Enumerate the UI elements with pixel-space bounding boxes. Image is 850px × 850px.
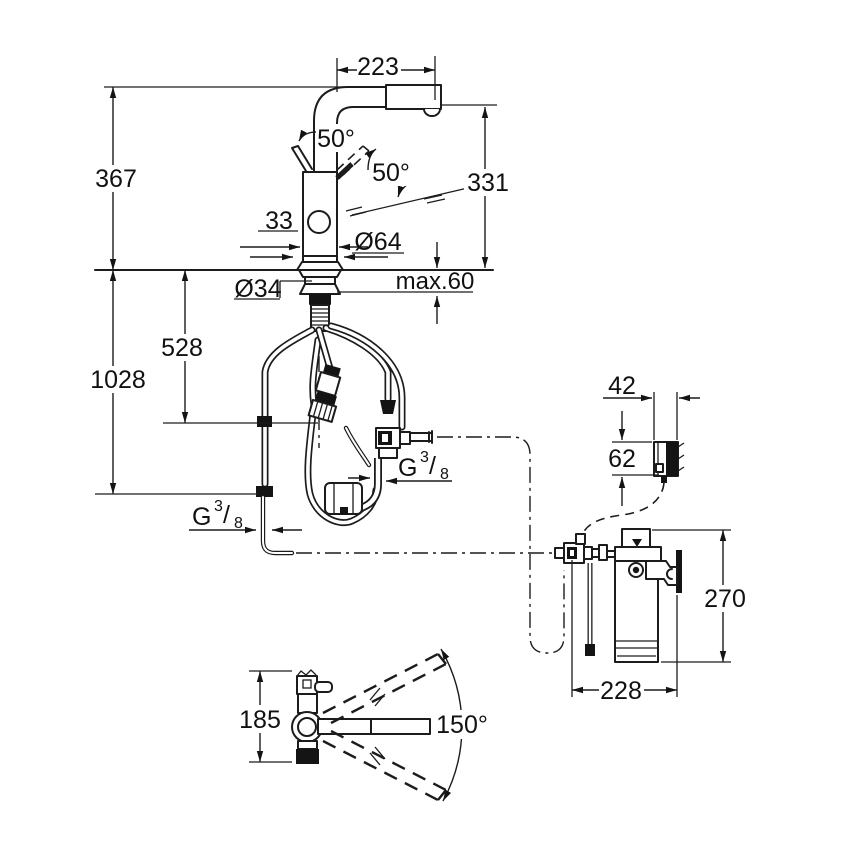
label-223: 223 <box>357 53 399 81</box>
dim-34-leader <box>234 280 312 300</box>
label-228: 228 <box>600 677 642 705</box>
svg-text:8: 8 <box>440 466 449 483</box>
pullout-spray-head <box>385 84 442 110</box>
mounting-flare-1 <box>298 269 342 278</box>
label-270: 270 <box>704 585 746 613</box>
supply-end-fitting <box>256 486 273 497</box>
under-counter-hoses <box>256 322 433 556</box>
filter-head-flange <box>614 546 662 562</box>
label-331: 331 <box>467 169 509 197</box>
tee-lower-nut <box>378 447 398 459</box>
svg-text:/: / <box>223 501 230 529</box>
lever-tilt-dashes <box>345 194 446 217</box>
label-64: Ø64 <box>354 228 401 256</box>
label-50-1: 50° <box>317 125 355 153</box>
svg-text:8: 8 <box>234 515 243 532</box>
tee-outlet-nut <box>399 431 411 445</box>
wall-hatch-ticks <box>677 442 685 472</box>
shank-threads <box>311 308 329 326</box>
filter-bottom-rings <box>615 640 658 657</box>
outlet-tube <box>409 430 433 444</box>
label-g38-left: G 3 / 8 <box>192 498 243 532</box>
dimension-lines <box>95 56 731 763</box>
topview-base-black <box>296 749 319 764</box>
lever-tilt-reference-line <box>351 186 473 216</box>
hose-union-nut <box>257 416 272 427</box>
svg-text:3: 3 <box>420 449 429 466</box>
svg-text:G: G <box>192 503 211 531</box>
supply-thread-pipe <box>260 494 295 556</box>
top-view-faucet <box>291 648 463 802</box>
label-42: 42 <box>608 372 636 400</box>
check-valve-cartridge <box>307 363 342 423</box>
angle-leader-2 <box>365 148 377 171</box>
cable-connector-stub <box>575 533 586 545</box>
spray-outlet-dome <box>423 108 441 117</box>
label-528: 528 <box>161 334 203 362</box>
label-33: 33 <box>265 207 293 235</box>
label-masks <box>87 54 748 739</box>
svg-text:/: / <box>429 452 436 480</box>
dimension-labels: 223 367 50° 50° 331 33 Ø64 Ø34 max.60 52… <box>90 53 746 739</box>
wall-mount-plate <box>676 550 682 593</box>
topview-spout-bar <box>317 718 431 735</box>
filter-index-triangle <box>632 539 642 547</box>
label-150: 150° <box>436 711 488 739</box>
svg-text:3: 3 <box>214 498 223 515</box>
label-50-2: 50° <box>372 159 410 187</box>
label-max60: max.60 <box>396 268 475 295</box>
handle-pivot-circle <box>307 210 331 234</box>
label-185: 185 <box>239 706 281 734</box>
lever-solid-position <box>291 145 313 172</box>
cable-outlet-stub <box>661 476 667 483</box>
swivel-spout-upper-dashed <box>322 652 447 725</box>
inlet-fitting <box>554 547 565 559</box>
topview-lever-stub <box>314 681 333 693</box>
label-62: 62 <box>608 445 636 473</box>
topview-lever-cap <box>296 675 318 695</box>
filter-unit <box>554 528 682 663</box>
topview-body-upper <box>297 693 318 714</box>
control-cable <box>581 482 665 538</box>
filter-outlet-centerline <box>437 436 565 654</box>
hose-a-foot-fitting <box>380 400 396 414</box>
topview-body-lower <box>297 740 318 750</box>
bracket-clip <box>666 568 673 580</box>
mounting-nut <box>309 294 331 305</box>
swivel-spout-lower-dashed <box>322 729 447 802</box>
control-box-assembly <box>581 441 685 538</box>
label-367: 367 <box>95 165 137 193</box>
mounting-flare-2 <box>299 283 341 295</box>
svg-text:G: G <box>398 454 417 482</box>
lever-edge-bar <box>335 162 354 180</box>
label-34: Ø34 <box>234 275 281 303</box>
base-flange <box>296 261 344 271</box>
label-g38-right: G 3 / 8 <box>398 449 449 483</box>
label-1028: 1028 <box>90 366 146 394</box>
front-view-faucet <box>94 84 494 448</box>
